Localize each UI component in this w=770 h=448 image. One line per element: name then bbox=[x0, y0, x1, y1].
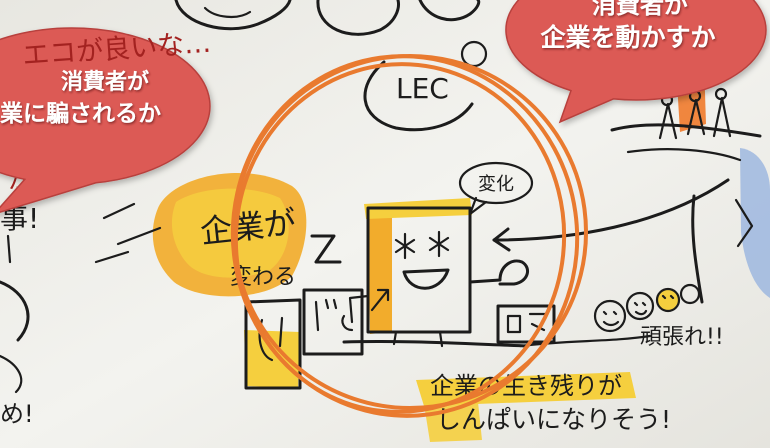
sketch-face-details bbox=[602, 294, 675, 327]
blue-marker-right-edge bbox=[740, 148, 770, 298]
orange-highlight-character-side bbox=[368, 210, 392, 334]
sketch-mark-left bbox=[6, 234, 12, 264]
sketch-arm-right-lower bbox=[626, 148, 742, 162]
note-survival-2: しんぱいになりそう! bbox=[436, 405, 671, 434]
sketch-z-shape bbox=[310, 234, 342, 264]
bubble-right-shape bbox=[505, 0, 767, 124]
character-right-arm bbox=[468, 259, 530, 286]
bubble-right-line2: 企業を動かすか bbox=[540, 23, 715, 52]
character-body bbox=[366, 206, 472, 334]
sketch-arrow-shaft bbox=[492, 178, 730, 242]
yellow-face-fill bbox=[657, 289, 679, 311]
character-right-eye-star bbox=[428, 230, 450, 258]
sketch-side-mark-right bbox=[734, 198, 754, 248]
overlay-bubble-left bbox=[0, 27, 211, 213]
sketch-face-2 bbox=[625, 291, 655, 321]
note-change: 変化 bbox=[478, 174, 514, 195]
note-survival-1: 企業の生き残りが bbox=[430, 372, 622, 400]
sketch-box-left-marks bbox=[314, 298, 354, 332]
sketch-face-3 bbox=[655, 287, 681, 313]
note-lec: LEC bbox=[396, 72, 449, 105]
sketch-face-4 bbox=[679, 283, 701, 305]
orange-hand-drawn-circle bbox=[230, 54, 588, 418]
sketch-face-1 bbox=[593, 299, 627, 333]
sketch-box-left bbox=[302, 288, 364, 356]
bubble-left-line1: 消費者が bbox=[61, 69, 149, 95]
change-speech-balloon bbox=[458, 161, 534, 205]
sketch-strokes-left bbox=[94, 202, 162, 264]
sketch-head-outline bbox=[363, 60, 474, 132]
bubble-left-shape bbox=[0, 27, 211, 213]
sketch-foot-inner bbox=[203, 6, 252, 18]
sketch-up-arrow bbox=[370, 288, 390, 312]
character-left-arm bbox=[348, 294, 370, 324]
note-me: め! bbox=[0, 400, 34, 428]
ink-sketches bbox=[0, 0, 762, 394]
sketch-vertical-line-right bbox=[691, 194, 704, 304]
bubble-right-line1: 消費者が bbox=[592, 0, 688, 19]
bubble-left-text: 消費者が 業に騙されるか bbox=[0, 69, 161, 127]
sketch-curve-left-lower bbox=[0, 354, 23, 394]
sketch-arrow-head bbox=[492, 227, 511, 252]
sketch-base-line bbox=[342, 339, 530, 348]
note-cheer: 頑張れ!! bbox=[640, 325, 724, 350]
sketch-feet bbox=[174, 0, 292, 31]
sketch-box-bottom-left bbox=[244, 298, 302, 390]
overlay-bubble-right bbox=[505, 0, 767, 124]
marker-highlights bbox=[152, 0, 770, 442]
sketch-ground-right bbox=[518, 334, 652, 348]
bubble-right-text: 消費者が 企業を動かすか bbox=[540, 0, 715, 52]
yellow-highlight-company-changes bbox=[171, 188, 289, 278]
character-mouth bbox=[402, 268, 450, 290]
circle-loop-2 bbox=[233, 62, 567, 414]
character-legs bbox=[392, 330, 444, 348]
sketch-arm-right bbox=[610, 123, 762, 138]
sketch-curve-left bbox=[0, 280, 30, 342]
sketch-head-top bbox=[316, 0, 400, 36]
change-balloon-tail bbox=[468, 196, 488, 216]
bubble-left-line2: 業に騙されるか bbox=[0, 100, 161, 127]
circle-loop-3 bbox=[232, 54, 588, 410]
character-left-eye-star bbox=[394, 232, 416, 260]
sketch-hand-top bbox=[418, 0, 481, 22]
